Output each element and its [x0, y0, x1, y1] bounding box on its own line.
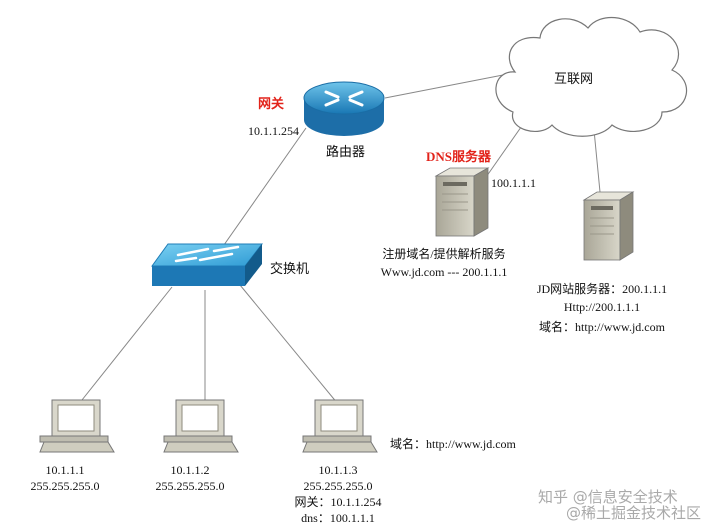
switch-label: 交换机 — [270, 261, 310, 276]
connection-lines — [77, 74, 601, 406]
link-switch-pc3 — [239, 284, 339, 405]
dns-server-record: Www.jd.com --- 200.1.1.1 — [380, 265, 508, 279]
web-server-url: Http://200.1.1.1 — [563, 300, 641, 314]
router-icon — [303, 81, 385, 136]
pc1-mask: 255.255.255.0 — [30, 479, 100, 493]
web-server-domain: 域名：http://www.jd.com — [539, 320, 665, 334]
link-router-switch — [211, 127, 307, 263]
internet-label: 互联网 — [554, 71, 594, 86]
pc1-ip: 10.1.1.1 — [45, 463, 85, 477]
pc2-ip: 10.1.1.2 — [170, 463, 210, 477]
watermark-zhihu: 知乎 @信息安全技术 — [538, 488, 678, 506]
web-server-label: JD网站服务器：200.1.1.1 — [536, 282, 668, 296]
switch-icon — [151, 243, 264, 286]
pc3-ip: 10.1.1.3 — [318, 463, 358, 477]
pc3-domain: 域名：http://www.jd.com — [390, 437, 516, 451]
internet-cloud — [495, 16, 688, 137]
web-server-icon — [582, 191, 635, 261]
pc-icon-2 — [163, 399, 239, 453]
dns-server-ip: 100.1.1.1 — [491, 176, 536, 190]
pc-icon-1 — [39, 399, 115, 453]
link-router-internet — [384, 74, 504, 99]
pc3-mask: 255.255.255.0 — [303, 479, 373, 493]
watermark-juejin: @稀土掘金技术社区 — [566, 504, 702, 522]
dns-server-icon — [434, 167, 490, 237]
gateway-title: 网关 — [258, 96, 285, 111]
pc2-mask: 255.255.255.0 — [155, 479, 225, 493]
router-label: 路由器 — [326, 144, 366, 159]
pc-icon-3 — [302, 399, 378, 453]
link-switch-pc1 — [77, 286, 173, 406]
pc3-dns: dns：100.1.1.1 — [301, 511, 375, 525]
link-web-internet — [593, 129, 601, 193]
dns-server-title: DNS服务器 — [426, 149, 492, 164]
pc3-gateway: 网关：10.1.1.254 — [294, 495, 382, 509]
gateway-ip: 10.1.1.254 — [248, 124, 299, 138]
link-dns-internet — [483, 119, 527, 181]
dns-server-desc: 注册域名/提供解析服务 — [382, 247, 506, 261]
